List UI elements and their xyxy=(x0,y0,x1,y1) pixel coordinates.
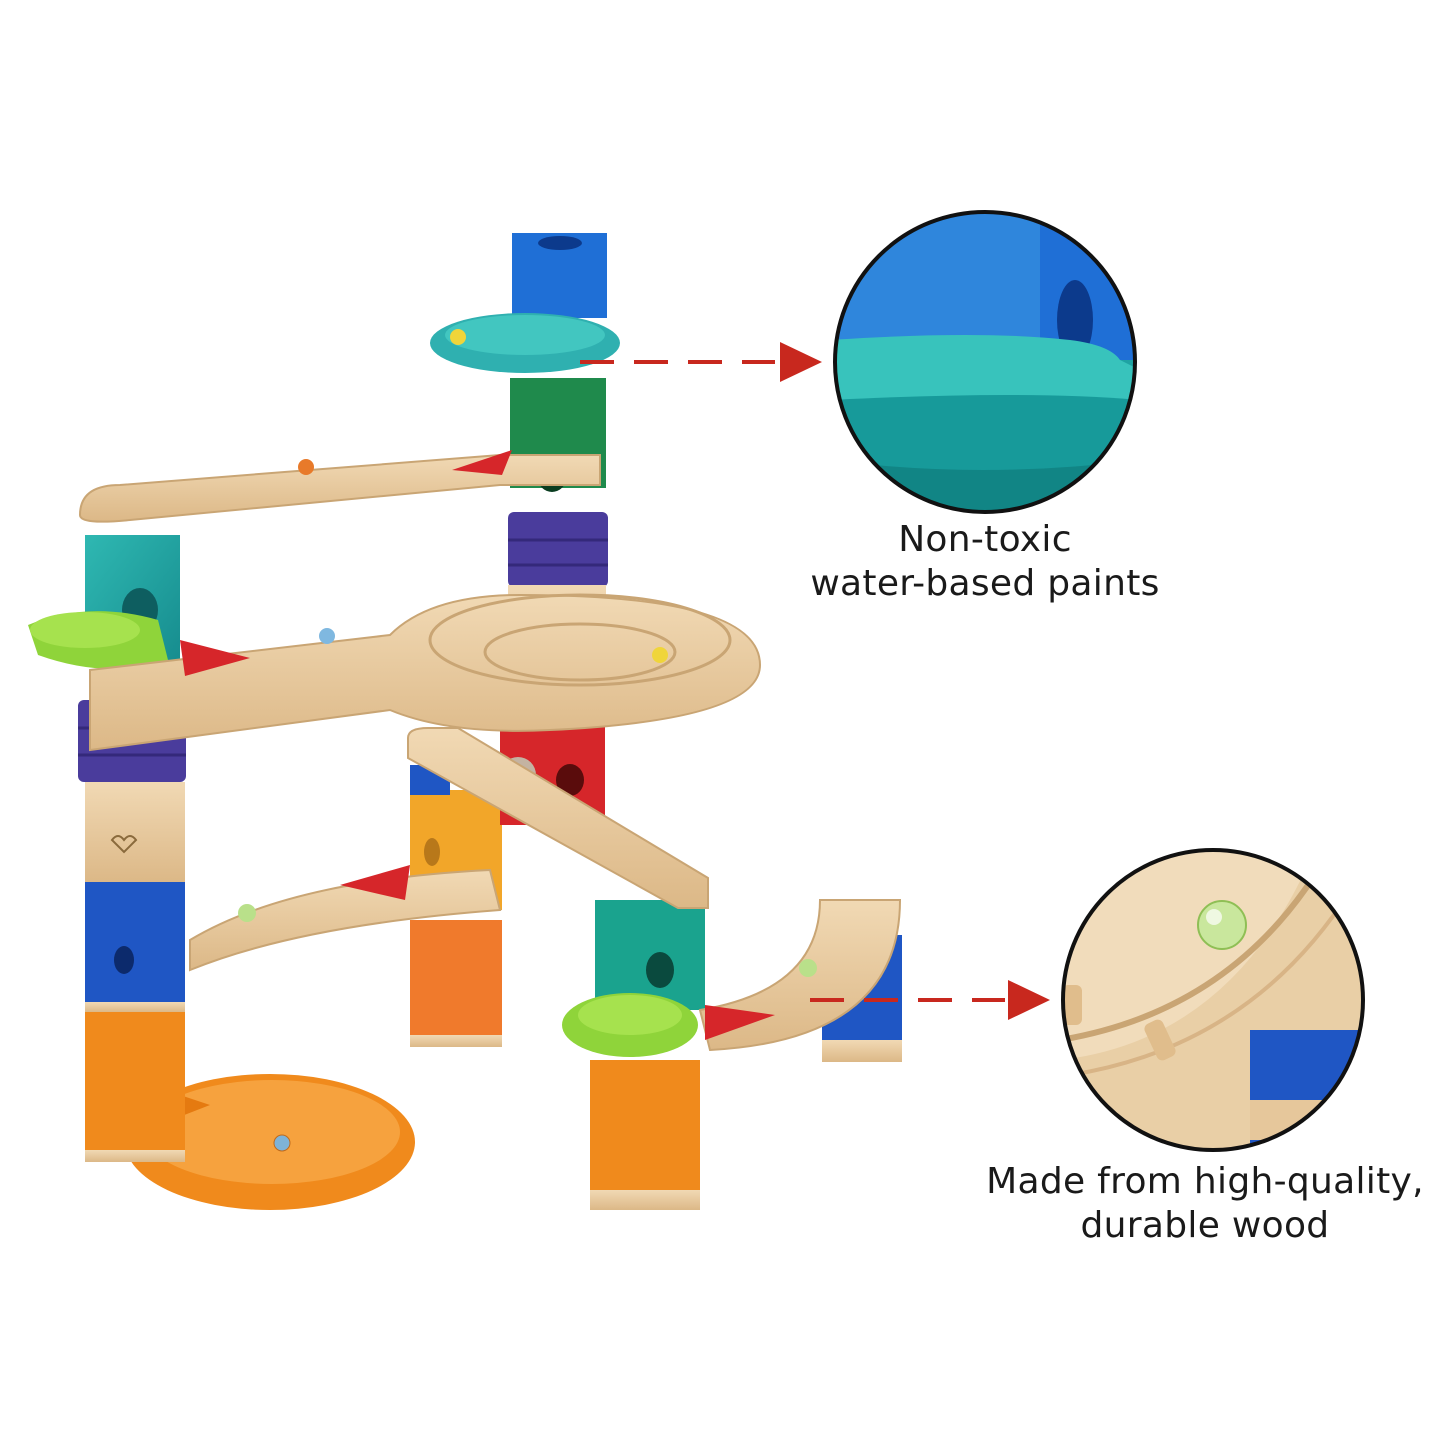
marble xyxy=(298,459,314,475)
diagonal-track xyxy=(407,727,709,909)
top-track xyxy=(78,454,601,523)
marble xyxy=(652,647,668,663)
lower-left-track xyxy=(189,868,502,972)
paint-closeup-icon xyxy=(833,210,1137,514)
paint-callout-line-1: Non-toxic xyxy=(898,519,1072,560)
marble xyxy=(319,628,335,644)
marble xyxy=(799,959,817,977)
spiral-track xyxy=(89,593,762,752)
wood-closeup-icon xyxy=(1061,848,1365,1152)
wood-callout-line-1: Made from high-quality, xyxy=(986,1161,1424,1202)
marble xyxy=(450,329,466,345)
wood-callout-text: Made from high-quality, durable wood xyxy=(965,1160,1445,1248)
callout-arrow-top xyxy=(580,342,822,382)
paint-callout-line-2: water-based paints xyxy=(810,563,1160,604)
marble xyxy=(238,904,256,922)
wood-callout-line-2: durable wood xyxy=(1080,1205,1330,1246)
marble xyxy=(273,1134,291,1152)
marble-run-toy xyxy=(28,233,902,1210)
callout-arrow-bottom xyxy=(810,980,1050,1020)
paint-callout-text: Non-toxic water-based paints xyxy=(790,518,1180,606)
